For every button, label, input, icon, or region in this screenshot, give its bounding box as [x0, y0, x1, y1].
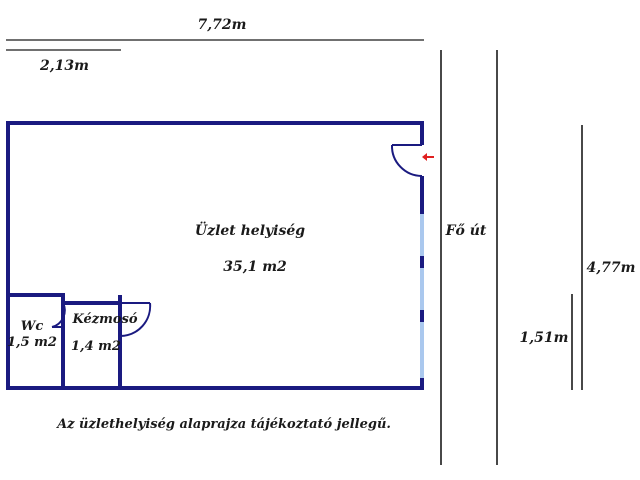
wc-area-label: 1,5 m2 — [7, 335, 57, 350]
red-arrow-left-icon — [422, 153, 434, 161]
total-height-label: 4,77m — [587, 260, 636, 276]
washroom-area-label: 1,4 m2 — [71, 339, 121, 354]
washroom-door — [119, 302, 152, 338]
wc-name-label: Wc — [21, 319, 44, 334]
street-label: Fő út — [445, 223, 487, 239]
entrance-door — [390, 144, 423, 177]
shop-name-label: Üzlet helyiség — [195, 220, 305, 239]
washroom-name-label: Kézmosó — [71, 312, 137, 327]
interior-walls — [8, 293, 122, 388]
disclaimer-note: Az üzlethelyiség alaprajza tájékoztató j… — [55, 417, 391, 432]
partial-width-label: 2,13m — [39, 58, 89, 74]
partial-height-label: 1,51m — [520, 330, 569, 346]
total-width-label: 7,72m — [198, 17, 247, 33]
wc-door — [51, 302, 66, 328]
shop-area-label: 35,1 m2 — [223, 259, 287, 275]
